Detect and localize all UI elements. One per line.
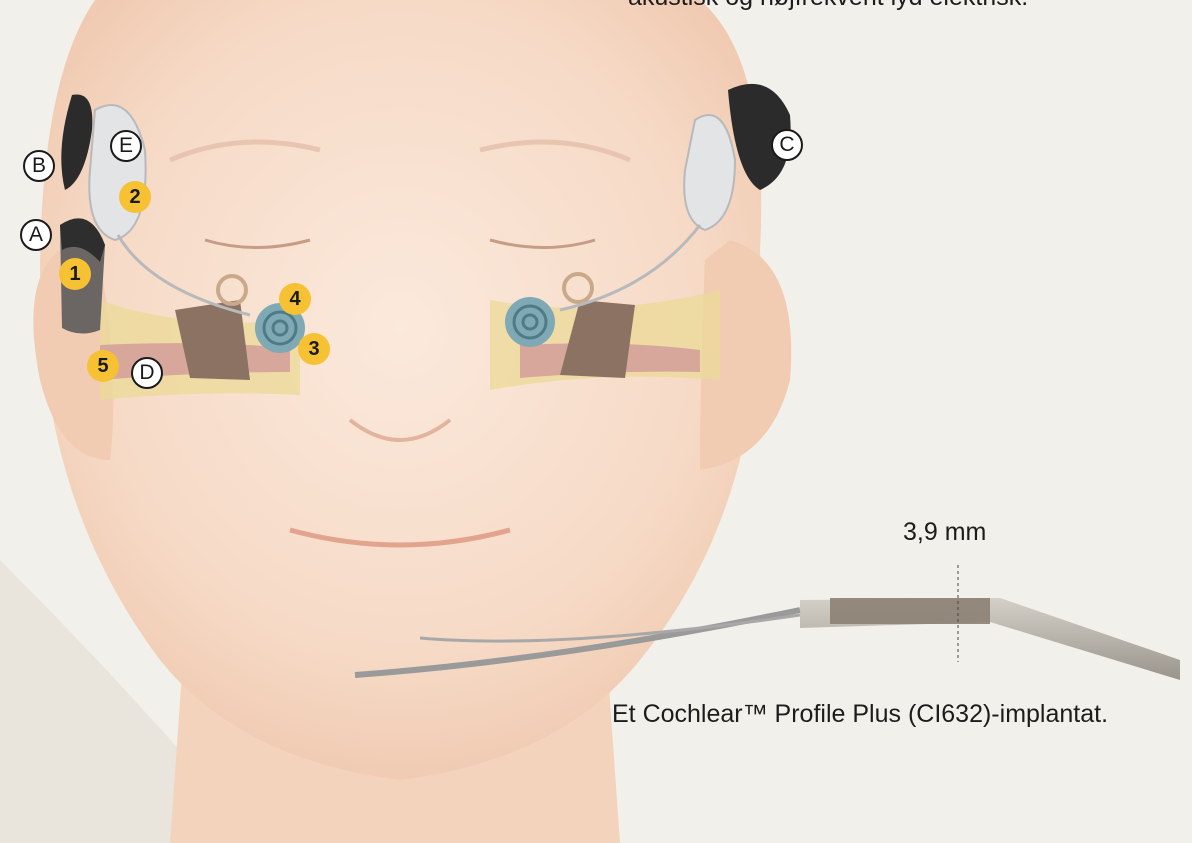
marker-4: 4 <box>279 283 311 315</box>
marker-c: C <box>771 129 803 161</box>
marker-a: A <box>20 219 52 251</box>
marker-b: B <box>23 150 55 182</box>
implant-thickness-label: 3,9 mm <box>903 518 986 547</box>
left-implant-body <box>89 105 145 240</box>
right-cochlea <box>505 297 555 347</box>
marker-d: D <box>131 357 163 389</box>
marker-1: 1 <box>59 258 91 290</box>
marker-5: 5 <box>87 350 119 382</box>
marker-e: E <box>110 130 142 162</box>
marker-3: 3 <box>298 333 330 365</box>
marker-2: 2 <box>119 181 151 213</box>
top-caption: akustisk og højfrekvent lyd elektrisk. <box>628 0 1188 12</box>
implant-caption: Et Cochlear™ Profile Plus (CI632)-implan… <box>612 700 1108 729</box>
implant-magnet <box>830 598 990 624</box>
